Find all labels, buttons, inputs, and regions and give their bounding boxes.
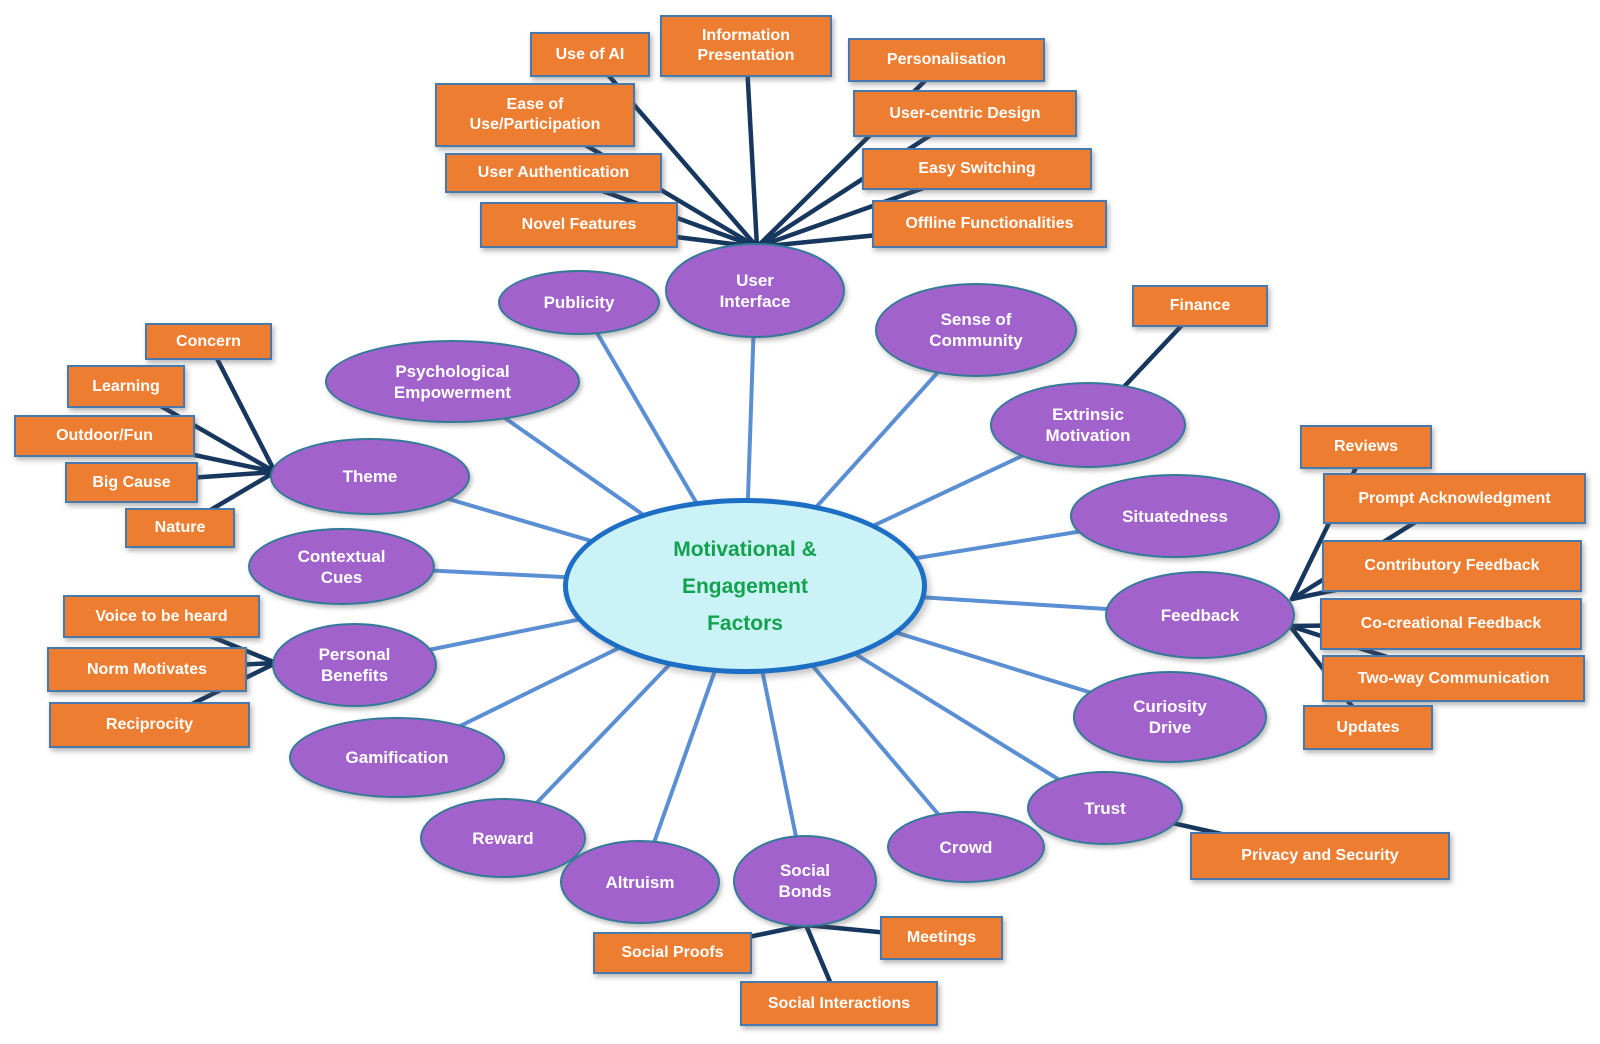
factor-social-bonds: Social Bonds (733, 835, 877, 927)
factor-user-interface: User Interface (665, 243, 845, 338)
subfactor-social-proofs: Social Proofs (593, 932, 752, 974)
factor-feedback: Feedback (1105, 571, 1295, 659)
factor-extrinsic-motivation: Extrinsic Motivation (990, 382, 1186, 468)
factor-altruism: Altruism (560, 840, 720, 924)
subfactor-reviews: Reviews (1300, 425, 1432, 469)
subfactor-updates: Updates (1303, 705, 1433, 750)
subfactor-outdoor-fun: Outdoor/Fun (14, 415, 195, 457)
subfactor-user-authentication: User Authentication (445, 153, 662, 193)
factor-publicity: Publicity (498, 270, 660, 335)
subfactor-nature: Nature (125, 508, 235, 548)
factor-theme: Theme (270, 438, 470, 515)
subfactor-meetings: Meetings (880, 916, 1003, 960)
subfactor-finance: Finance (1132, 285, 1268, 327)
subfactor-use-of-ai: Use of AI (530, 32, 650, 77)
subfactor-voice-to-be-heard: Voice to be heard (63, 595, 260, 638)
factor-trust: Trust (1027, 771, 1183, 845)
subfactor-learning: Learning (67, 365, 185, 408)
factor-crowd: Crowd (887, 811, 1045, 883)
factor-gamification: Gamification (289, 717, 505, 798)
branch-line (205, 338, 278, 475)
subfactor-two-way-communication: Two-way Communication (1322, 655, 1585, 702)
subfactor-ease-of-use-participation: Ease of Use/Participation (435, 83, 635, 147)
subfactor-novel-features: Novel Features (480, 202, 678, 248)
subfactor-personalisation: Personalisation (848, 38, 1045, 82)
subfactor-concern: Concern (145, 323, 272, 360)
subfactor-social-interactions: Social Interactions (740, 981, 938, 1026)
factor-sense-of-community: Sense of Community (875, 283, 1077, 377)
subfactor-reciprocity: Reciprocity (49, 702, 250, 748)
factor-situatedness: Situatedness (1070, 474, 1280, 558)
subfactor-co-creational-feedback: Co-creational Feedback (1320, 598, 1582, 650)
factor-contextual-cues: Contextual Cues (248, 528, 435, 605)
subfactor-privacy-and-security: Privacy and Security (1190, 832, 1450, 880)
subfactor-information-presentation: Information Presentation (660, 15, 832, 77)
center-node-motivational-engagement-factors: Motivational & Engagement Factors (563, 498, 927, 674)
factor-psychological-empowerment: Psychological Empowerment (325, 340, 580, 423)
subfactor-contributory-feedback: Contributory Feedback (1322, 540, 1582, 592)
branch-line (743, 43, 760, 250)
subfactor-user-centric-design: User-centric Design (853, 90, 1077, 137)
subfactor-easy-switching: Easy Switching (862, 148, 1092, 190)
factor-personal-benefits: Personal Benefits (272, 623, 437, 707)
subfactor-norm-motivates: Norm Motivates (47, 647, 247, 692)
subfactor-big-cause: Big Cause (65, 462, 198, 503)
factor-curiosity-drive: Curiosity Drive (1073, 671, 1267, 763)
factor-reward: Reward (420, 798, 586, 878)
subfactor-offline-functionalities: Offline Functionalities (872, 200, 1107, 248)
subfactor-prompt-acknowledgment: Prompt Acknowledgment (1323, 473, 1586, 524)
